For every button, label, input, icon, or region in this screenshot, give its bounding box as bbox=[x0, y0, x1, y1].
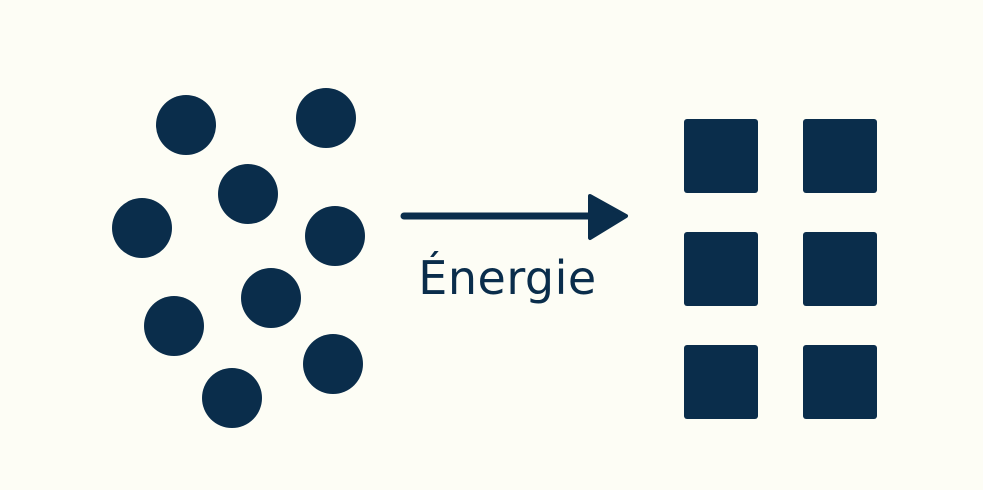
particle bbox=[112, 198, 172, 258]
grid-square bbox=[803, 232, 877, 306]
grid-square bbox=[803, 345, 877, 419]
particle bbox=[144, 296, 204, 356]
particle bbox=[305, 206, 365, 266]
grid-square bbox=[684, 232, 758, 306]
particle bbox=[296, 88, 356, 148]
arrow-head bbox=[588, 194, 628, 240]
transition-arrow bbox=[400, 194, 628, 240]
particle bbox=[218, 164, 278, 224]
ordered-grid bbox=[684, 119, 877, 419]
grid-square bbox=[803, 119, 877, 193]
particle bbox=[241, 268, 301, 328]
particle bbox=[202, 368, 262, 428]
particle bbox=[156, 95, 216, 155]
particle bbox=[303, 334, 363, 394]
arrow-label: Énergie bbox=[418, 251, 597, 305]
scattered-particles bbox=[112, 88, 365, 428]
grid-square bbox=[684, 119, 758, 193]
grid-square bbox=[684, 345, 758, 419]
